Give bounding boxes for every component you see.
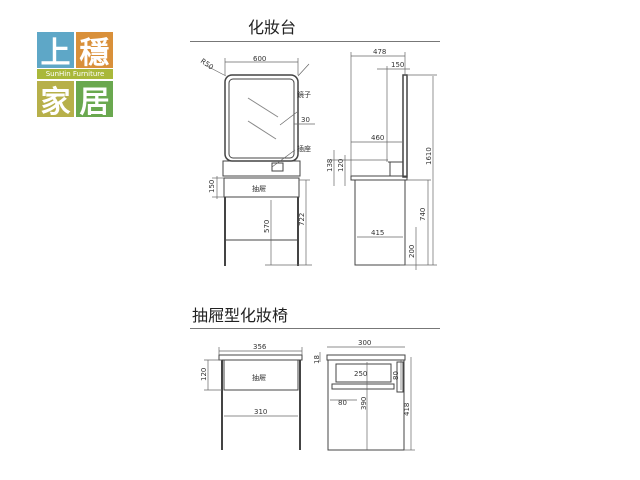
vanity-side-view: 478 150 460 138 120 1610 740 415 200	[326, 48, 437, 270]
stool-title: 抽屜型化妝椅	[192, 306, 289, 325]
vanity-title: 化妝台	[248, 18, 297, 37]
title-divider	[190, 41, 440, 42]
logo-char: 穩	[76, 32, 113, 71]
dim-stool-height: 418	[403, 403, 411, 416]
dim-leg: 570	[263, 220, 271, 233]
logo-char: 上	[37, 32, 74, 71]
vanity-front-view: 600 R50 鏡子 30 插座 抽屜 150 570 722	[199, 55, 315, 266]
dim-120: 120	[337, 159, 345, 172]
logo-char: 居	[76, 81, 113, 120]
dim-740: 740	[419, 208, 427, 221]
stool-front-view: 356 抽屜 120 310	[200, 343, 303, 450]
label-drawer: 抽屜	[252, 184, 266, 193]
dim-138: 138	[326, 159, 334, 172]
label-stool-drawer: 抽屜	[252, 373, 266, 382]
dim-radius: R50	[199, 57, 215, 71]
dim-width: 600	[253, 55, 266, 63]
dim-stool-depth: 300	[358, 339, 371, 347]
dim-415: 415	[371, 229, 384, 237]
dim-drawer-height: 150	[208, 180, 216, 193]
dim-total-height: 1610	[425, 147, 433, 165]
logo-char: 家	[37, 81, 74, 120]
dim-200: 200	[408, 245, 416, 258]
label-mirror: 鏡子	[297, 90, 311, 99]
title-divider	[190, 328, 440, 329]
dim-80-vertical: 80	[392, 371, 400, 380]
dim-back: 150	[391, 61, 404, 69]
dim-table-height: 722	[298, 213, 306, 226]
stool-side-view: 300 18 250 80 80 390 418	[313, 339, 415, 451]
dim-stool-drawer-height: 120	[200, 368, 208, 381]
sunhin-logo: 上 穩 SunHin Furniture 家 居	[37, 32, 113, 120]
dim-stool-width: 356	[253, 343, 267, 351]
dim-top: 18	[313, 355, 321, 364]
dim-80-horizontal: 80	[338, 399, 347, 407]
dim-mirror-depth: 460	[371, 134, 384, 142]
logo-band: SunHin Furniture	[37, 69, 113, 79]
dim-gap: 30	[301, 116, 310, 124]
dim-390: 390	[360, 397, 368, 410]
label-socket: 插座	[297, 144, 311, 153]
dim-inner: 310	[254, 408, 267, 416]
dim-250: 250	[354, 370, 367, 378]
dim-depth: 478	[373, 48, 386, 56]
